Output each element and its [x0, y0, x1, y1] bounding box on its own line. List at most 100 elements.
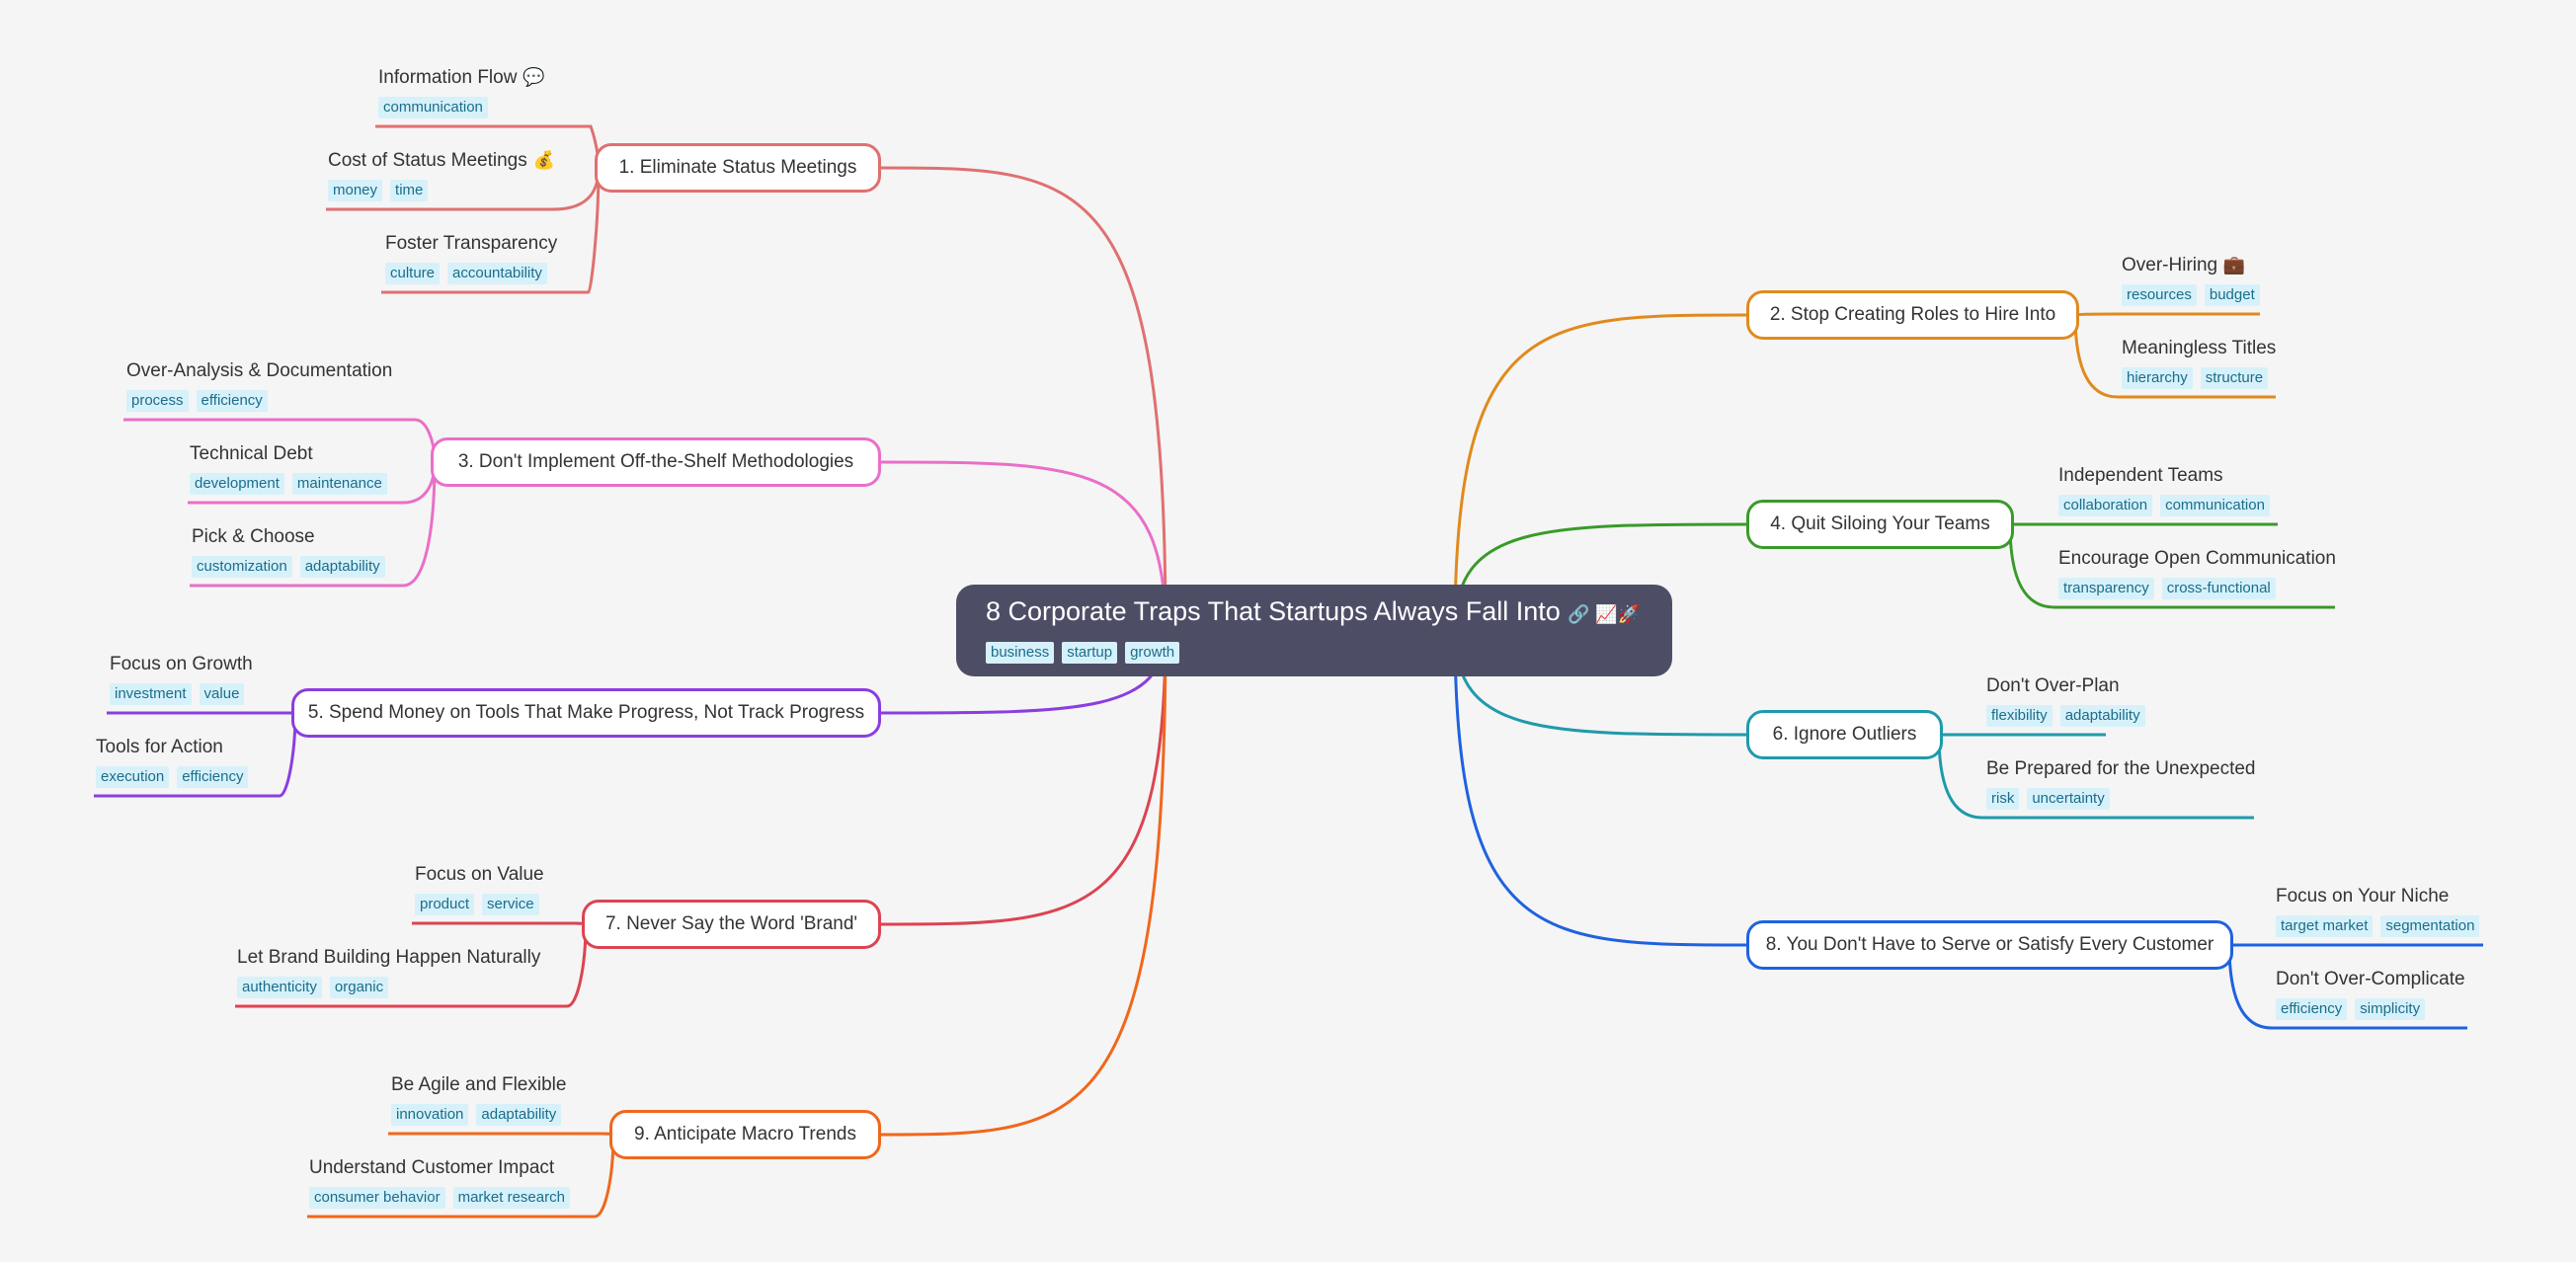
leaf-title-text: Tools for Action	[96, 737, 223, 757]
leaf-title: Don't Over-Plan	[1986, 673, 2145, 699]
tag: segmentation	[2380, 915, 2480, 937]
tag: value	[199, 683, 245, 705]
tag: uncertainty	[2027, 788, 2110, 810]
leaf-topic[interactable]: Let Brand Building Happen Naturally authe…	[237, 945, 540, 998]
leaf-title: Let Brand Building Happen Naturally	[237, 945, 540, 971]
leaf-title-text: Let Brand Building Happen Naturally	[237, 947, 541, 968]
branch-topic[interactable]: 4. Quit Siloing Your Teams	[1746, 500, 2014, 549]
leaf-title: Understand Customer Impact	[309, 1155, 570, 1181]
branch-topic[interactable]: 6. Ignore Outliers	[1746, 710, 1943, 759]
branch-label: 5. Spend Money on Tools That Make Progre…	[307, 702, 865, 723]
leaf-topic[interactable]: Be Prepared for the Unexpected risk uncert…	[1986, 756, 2256, 810]
leaf-title: Over-Hiring 💼	[2122, 253, 2260, 278]
leaf-title-text: Technical Debt	[190, 443, 313, 464]
leaf-link	[388, 1132, 615, 1137]
leaf-title: Be Prepared for the Unexpected	[1986, 756, 2256, 782]
tag: time	[390, 180, 429, 201]
leaf-title: Be Agile and Flexible	[391, 1072, 566, 1098]
tag: adaptability	[476, 1104, 562, 1126]
leaf-title: Tools for Action	[96, 735, 248, 760]
branch-topic[interactable]: 2. Stop Creating Roles to Hire Into	[1746, 290, 2079, 340]
branch-label: 8. You Don't Have to Serve or Satisfy Ev…	[1765, 934, 2214, 955]
branch-topic[interactable]: 9. Anticipate Macro Trends	[609, 1110, 881, 1159]
leaf-title-text: Be Agile and Flexible	[391, 1074, 567, 1095]
branch-topic[interactable]: 7. Never Say the Word 'Brand'	[582, 900, 881, 949]
tag: process	[126, 390, 189, 412]
leaf-title: Independent Teams	[2058, 463, 2270, 489]
root-topic[interactable]: 8 Corporate Traps That Startups Always F…	[956, 585, 1672, 676]
leaf-tags: communication	[378, 97, 545, 118]
tag: adaptability	[2059, 705, 2145, 727]
leaf-topic[interactable]: Understand Customer Impact consumer behav…	[309, 1155, 570, 1209]
branch-label: 7. Never Say the Word 'Brand'	[604, 913, 858, 934]
leaf-title: Cost of Status Meetings 💰	[328, 148, 555, 174]
leaf-title: Technical Debt	[190, 441, 387, 467]
leaf-title-text: Foster Transparency	[385, 233, 558, 254]
tag: product	[415, 894, 475, 915]
tag: efficiency	[196, 390, 268, 412]
tag: accountability	[447, 263, 547, 284]
branch-label: 2. Stop Creating Roles to Hire Into	[1769, 304, 2056, 325]
leaf-title: Focus on Value	[415, 862, 544, 888]
root-link	[880, 166, 1167, 631]
leaf-topic[interactable]: Information Flow 💬 communication	[378, 65, 545, 118]
root-link	[880, 629, 1167, 1137]
branch-topic[interactable]: 1. Eliminate Status Meetings	[595, 143, 881, 193]
leaf-emoji: 💬	[517, 67, 545, 88]
tag: customization	[192, 556, 292, 578]
tag: communication	[2160, 495, 2270, 516]
leaf-title: Encourage Open Communication	[2058, 546, 2336, 572]
tag: money	[328, 180, 383, 201]
leaf-topic[interactable]: Cost of Status Meetings 💰 money time	[328, 148, 555, 201]
leaf-title: Foster Transparency	[385, 231, 557, 257]
leaf-title: Information Flow 💬	[378, 65, 545, 91]
leaf-link	[412, 921, 588, 926]
leaf-tags: process efficiency	[126, 390, 392, 412]
root-link	[880, 629, 1167, 926]
branch-topic[interactable]: 8. You Don't Have to Serve or Satisfy Ev…	[1746, 920, 2233, 970]
tag: simplicity	[2355, 998, 2426, 1020]
branch-label: 3. Don't Implement Off-the-Shelf Methodo…	[457, 451, 854, 472]
root-tag: growth	[1125, 642, 1180, 664]
root-link	[880, 460, 1167, 631]
tag: risk	[1986, 788, 2020, 810]
branch-label: 9. Anticipate Macro Trends	[634, 1124, 856, 1144]
leaf-title-text: Encourage Open Communication	[2058, 548, 2336, 569]
root-link	[1453, 313, 1747, 631]
leaf-title: Don't Over-Complicate	[2276, 967, 2465, 992]
tag: cross-functional	[2161, 578, 2276, 599]
branch-label: 4. Quit Siloing Your Teams	[1770, 513, 1990, 534]
tag: hierarchy	[2122, 367, 2193, 389]
leaf-title-text: Information Flow	[378, 67, 518, 88]
tag: authenticity	[237, 977, 322, 998]
branch-topic[interactable]: 5. Spend Money on Tools That Make Progre…	[291, 688, 881, 738]
root-tag: startup	[1062, 642, 1118, 664]
branch-topic[interactable]: 3. Don't Implement Off-the-Shelf Methodo…	[431, 437, 881, 487]
tag: consumer behavior	[309, 1187, 445, 1209]
leaf-title-text: Understand Customer Impact	[309, 1157, 555, 1178]
